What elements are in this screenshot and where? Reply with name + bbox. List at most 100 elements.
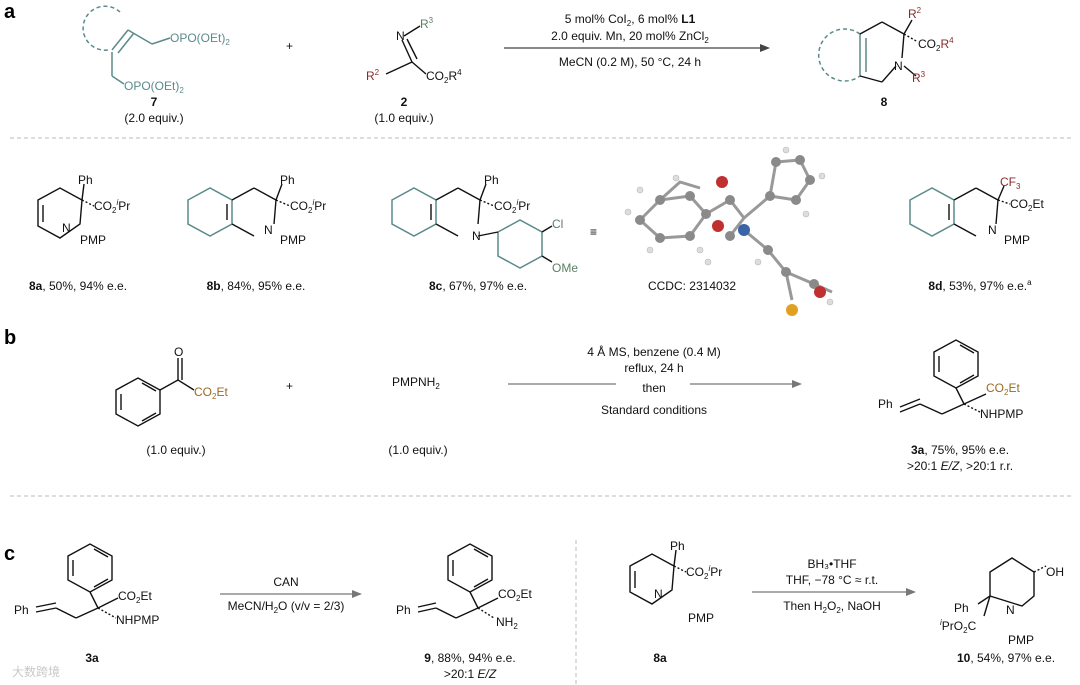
reaction-arrow-a-head <box>760 44 770 52</box>
product-3a-structure <box>899 339 987 415</box>
conditions-b-line3: then <box>642 381 665 395</box>
product-3a-ester: CO2Et <box>986 381 1020 397</box>
conditions-b-line2: reflux, 24 h <box>624 361 683 375</box>
example-8a-ester: CO2iPr <box>94 198 130 215</box>
imine-2-structure <box>385 25 427 75</box>
product-3a-caption: 3a, 75%, 95% e.e. <box>911 443 1009 457</box>
product-8-id: 8 <box>881 95 888 109</box>
example-8b-pmp: PMP <box>280 233 306 247</box>
example-8d-pmp: PMP <box>1004 233 1030 247</box>
c-sm-id: 8a <box>653 651 667 665</box>
example-8d-caption: 8d, 53%, 97% e.e.a <box>928 278 1032 293</box>
c-left-amine: NHPMP <box>116 613 159 627</box>
product-10-phenyl: Ph <box>954 601 969 615</box>
example-8a-phenyl: Ph <box>78 173 93 187</box>
example-8b-nitrogen: N <box>264 223 273 237</box>
product-10-structure <box>977 557 1047 617</box>
imine-r3: R3 <box>420 16 434 31</box>
product-10-pmp: PMP <box>1008 633 1034 647</box>
product-10-nitrogen: N <box>1006 603 1015 617</box>
c-sm-phenyl: Ph <box>670 539 685 553</box>
example-8d-nitrogen: N <box>988 223 997 237</box>
ketoester-oxygen: O <box>174 345 183 359</box>
ccdc-number: CCDC: 2314032 <box>648 279 736 293</box>
product-10-hydroxyl: OH <box>1046 565 1064 579</box>
product-10-caption: 10, 54%, 97% e.e. <box>957 651 1055 665</box>
c-conditions-line2: THF, −78 °C ≈ r.t. <box>786 573 878 587</box>
reaction-arrow-c2-head <box>906 588 916 596</box>
example-8b-ester: CO2iPr <box>290 198 326 215</box>
c-solvent: MeCN/H2O (v/v = 2/3) <box>228 599 345 615</box>
conditions-a-line2: 2.0 equiv. Mn, 20 mol% ZnCl2 <box>551 29 709 45</box>
example-8b-phenyl: Ph <box>280 173 295 187</box>
example-8d-ester: CO2Et <box>1010 197 1044 213</box>
c-left-structure <box>35 543 119 619</box>
c-conditions-line3: Then H2O2, NaOH <box>783 599 881 615</box>
plus-sign-b: + <box>286 379 293 393</box>
example-8c-structure <box>391 183 553 269</box>
conditions-a-line3: MeCN (0.2 M), 50 °C, 24 h <box>559 55 701 69</box>
imine-nitrogen: N <box>396 29 405 43</box>
product-8-r3: R3 <box>912 70 926 85</box>
example-8c-ester: CO2iPr <box>494 198 530 215</box>
product-3a-phenyl: Ph <box>878 397 893 411</box>
c-sm-nitrogen: N <box>654 587 663 601</box>
product-8-r2: R2 <box>908 6 922 21</box>
c-conditions-line1: BH₃•THF <box>807 557 856 571</box>
example-8a-nitrogen: N <box>62 221 71 235</box>
example-8c-phenyl: Ph <box>484 173 499 187</box>
pmp-amine: PMPNH2 <box>392 375 440 391</box>
reagent-7-structure <box>82 5 171 85</box>
equivalence-sign: ≡ <box>590 225 597 239</box>
example-8c-caption: 8c, 67%, 97% e.e. <box>429 279 527 293</box>
c-sm-pmp: PMP <box>688 611 714 625</box>
c-sm-ester: CO2iPr <box>686 564 722 581</box>
reagent-7-equiv: (2.0 equiv.) <box>124 111 183 125</box>
c-left-id: 3a <box>85 651 99 665</box>
example-8c-methoxy: OMe <box>552 261 578 275</box>
panel-label-a: a <box>4 1 16 23</box>
product-10-ester: iPrO2C <box>940 618 977 635</box>
conditions-b-line4: Standard conditions <box>601 403 707 417</box>
panel-label-b: b <box>4 327 16 349</box>
product-9-selectivity: >20:1 E/Z <box>444 667 497 681</box>
product-8-nitrogen: N <box>894 59 903 73</box>
product-8-structure <box>818 19 919 83</box>
product-3a-selectivity: >20:1 E/Z, >20:1 r.r. <box>907 459 1013 473</box>
product-9-ester: CO2Et <box>498 587 532 603</box>
ketoester-structure <box>115 358 195 427</box>
c-right-sm-structure <box>629 549 687 605</box>
conditions-b-line1: 4 Å MS, benzene (0.4 M) <box>587 344 720 359</box>
product-8-ester: CO2R4 <box>918 36 954 53</box>
product-9-amine: NH2 <box>496 615 518 631</box>
example-8c-chloro: Cl <box>552 217 563 231</box>
panel-label-c: c <box>4 543 15 565</box>
reagent-7-group-2: OPO(OEt)2 <box>124 79 184 95</box>
example-8b-caption: 8b, 84%, 95% e.e. <box>207 279 306 293</box>
c-reagent: CAN <box>273 575 298 589</box>
watermark: 大数跨境 <box>12 664 60 679</box>
c-left-phenyl: Ph <box>14 603 29 617</box>
conditions-a-line1: 5 mol% CoI2, 6 mol% L1 <box>565 12 696 28</box>
product-3a-amine: NHPMP <box>980 407 1023 421</box>
plus-sign-a: + <box>286 39 293 53</box>
pmp-amine-equiv: (1.0 equiv.) <box>388 443 447 457</box>
product-9-caption: 9, 88%, 94% e.e. <box>424 651 515 665</box>
example-8a-pmp: PMP <box>80 233 106 247</box>
imine-2-equiv: (1.0 equiv.) <box>374 111 433 125</box>
example-8d-cf3: CF3 <box>1000 175 1021 191</box>
c-left-ester: CO2Et <box>118 589 152 605</box>
ketoester-equiv: (1.0 equiv.) <box>146 443 205 457</box>
imine-2-id: 2 <box>401 95 408 109</box>
imine-r2: R2 <box>366 68 380 83</box>
product-9-phenyl: Ph <box>396 603 411 617</box>
reagent-7-group-1: OPO(OEt)2 <box>170 31 230 47</box>
example-8a-structure <box>37 183 95 239</box>
crystal-structure-image <box>624 146 834 316</box>
reaction-arrow-b-head <box>792 380 802 388</box>
imine-ester: CO2R4 <box>426 68 462 85</box>
example-8a-caption: 8a, 50%, 94% e.e. <box>29 279 127 293</box>
product-9-structure <box>417 543 499 619</box>
example-8c-nitrogen: N <box>472 229 481 243</box>
